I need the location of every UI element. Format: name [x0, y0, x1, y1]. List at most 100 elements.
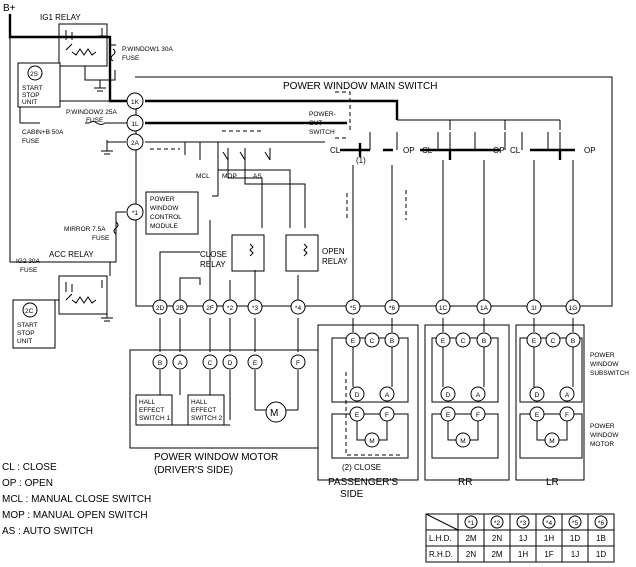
switch-mcl-label: MCL [196, 173, 210, 180]
top-start-stop-unit: 2S START STOP UNIT [17, 62, 61, 108]
door-2-top-2-label: B [571, 338, 575, 345]
door-0-mid-0: D [349, 386, 365, 402]
marker-1: (1) [356, 156, 366, 165]
acc-relay-label: ACC RELAY [49, 250, 94, 259]
door-2-motor-terminal-1-label: F [565, 412, 569, 419]
door-1-top-2-label: B [482, 338, 486, 345]
pin-bottom-11-label: 1G [569, 305, 578, 312]
door-name-lr: LR [546, 477, 559, 488]
legend-item-1: OP : OPEN [2, 478, 53, 489]
pin-bottom-2: 2F [202, 299, 218, 315]
door-2-mid-1: A [559, 386, 575, 402]
door-2-motor-terminal-0-label: E [535, 412, 540, 419]
unit-bottom-line3: UNIT [17, 338, 32, 345]
driver-terminal-5-label: F [296, 360, 300, 367]
driver-terminal-1: A [172, 354, 188, 370]
door-2-motor-terminal-1: F [559, 406, 575, 422]
door-0-top-0: E [345, 332, 361, 348]
pin-left-0: 1K [126, 92, 144, 110]
fuse-pwindow1-line1: P.WINDOW1 30A [122, 46, 173, 53]
table-cell-0-3: 1H [544, 534, 554, 543]
door-1-top-0-label: E [441, 338, 446, 345]
pin-bottom-6-label: *5 [350, 305, 357, 312]
door-0-motor-terminal-0-label: E [355, 412, 360, 419]
fuse-mirror-line1: MIRROR 7.5A [64, 226, 106, 233]
fuse-pwindow2-line2: FUSE [86, 117, 104, 124]
unit-bottom-line2: STOP [17, 330, 35, 337]
driver-terminal-3-label: D [228, 360, 233, 367]
driver-terminal-2-label: C [208, 360, 213, 367]
driver-terminal-1-label: A [178, 360, 183, 367]
table-cell-0-2: 1J [519, 534, 527, 543]
pin-bottom-3: *2 [222, 299, 238, 315]
door-name-passenger-1: PASSENGER'S [328, 477, 398, 488]
door-1-top-2: B [476, 332, 492, 348]
table-cell-1-0: 2N [466, 550, 476, 559]
table-cell-1-2: 1H [518, 550, 528, 559]
door-0-top-2-label: B [390, 338, 394, 345]
close-relay-line2: RELAY [200, 260, 226, 269]
table-cell-1-5: 1D [596, 550, 606, 559]
pin-bottom-8: 1C [435, 299, 451, 315]
door-1-top-1-label: C [461, 338, 466, 345]
table-header-3: *4 [546, 520, 553, 527]
open-relay-line2: RELAY [322, 257, 348, 266]
pin-bottom-9-label: 1A [480, 305, 489, 312]
driver-terminal-3: D [222, 354, 238, 370]
pin-bottom-7-label: *6 [389, 305, 396, 312]
pin-bottom-1: 2B [172, 299, 188, 315]
pin-bottom-0-label: 2D [156, 305, 165, 312]
hall1-line1: HALL [139, 399, 156, 406]
door-1-motor-terminal-0-label: E [446, 412, 451, 419]
pin-bottom-7: *6 [384, 299, 400, 315]
unit-top-line3: UNIT [22, 99, 37, 106]
pin-bottom-0: 2D [152, 299, 168, 315]
legend-item-3: MOP : MANUAL OPEN SWITCH [2, 510, 148, 521]
module-line1: POWER [150, 196, 175, 203]
table-cell-0-1: 2N [492, 534, 502, 543]
pin-left-2-label: 2A [131, 140, 140, 147]
table-cell-1-1: 2M [491, 550, 502, 559]
module-line4: MODULE [150, 223, 178, 230]
unit-top-line2: STOP [22, 92, 40, 99]
fuse-ig2-line1: IG2 30A [16, 258, 41, 265]
table-cell-0-5: 1B [596, 534, 606, 543]
door-2-top-1-label: C [551, 338, 556, 345]
legend-item-0: CL : CLOSE [2, 462, 57, 473]
door-2-motor-terminal-0: E [529, 406, 545, 422]
powercut-line2: CUT [309, 120, 322, 127]
door-2-top-2: B [565, 332, 581, 348]
unit-top-line1: START [22, 85, 43, 92]
legend: CL : CLOSE OP : OPEN MCL : MANUAL CLOSE … [2, 462, 151, 537]
door-0-top-2: B [384, 332, 400, 348]
door-1-motor-symbol: M [460, 438, 465, 445]
pin-bottom-9: 1A [476, 299, 492, 315]
driver-motor-unit: HALL EFFECT SWITCH 1 HALL EFFECT SWITCH … [135, 394, 287, 426]
hall2-line3: SWITCH 2 [191, 415, 222, 422]
contact-cl-2: CL [422, 146, 433, 155]
fuse-pwindow2-line1: P.WINDOW2 25A [66, 109, 117, 116]
pin-left-1: 1L [126, 114, 144, 132]
unit-bottom-line1: START [17, 322, 38, 329]
door-0-motor-terminal-0: E [349, 406, 365, 422]
table-cell-1-3: 1F [544, 550, 553, 559]
module-line2: WINDOW [150, 205, 179, 212]
powercut-line3: SWITCH [309, 129, 335, 136]
door-1-mid-1: A [470, 386, 486, 402]
subswitch-line1: POWER [590, 352, 615, 359]
door-0-mid-1: A [379, 386, 395, 402]
hall2-line2: EFFECT [191, 407, 216, 414]
main-switch-title: POWER WINDOW MAIN SWITCH [283, 81, 437, 92]
table-cell-0-0: 2M [465, 534, 476, 543]
pin-bottom-8-label: 1C [439, 305, 448, 312]
pin-left-1-label: 1L [131, 121, 139, 128]
fuse-ig2-line2: FUSE [20, 267, 38, 274]
door-motor-line3: MOTOR [590, 441, 614, 448]
pin-bottom-3-label: *2 [227, 305, 234, 312]
pin-left-3: *1 [126, 203, 144, 221]
pin-left-3-label: *1 [132, 210, 139, 217]
